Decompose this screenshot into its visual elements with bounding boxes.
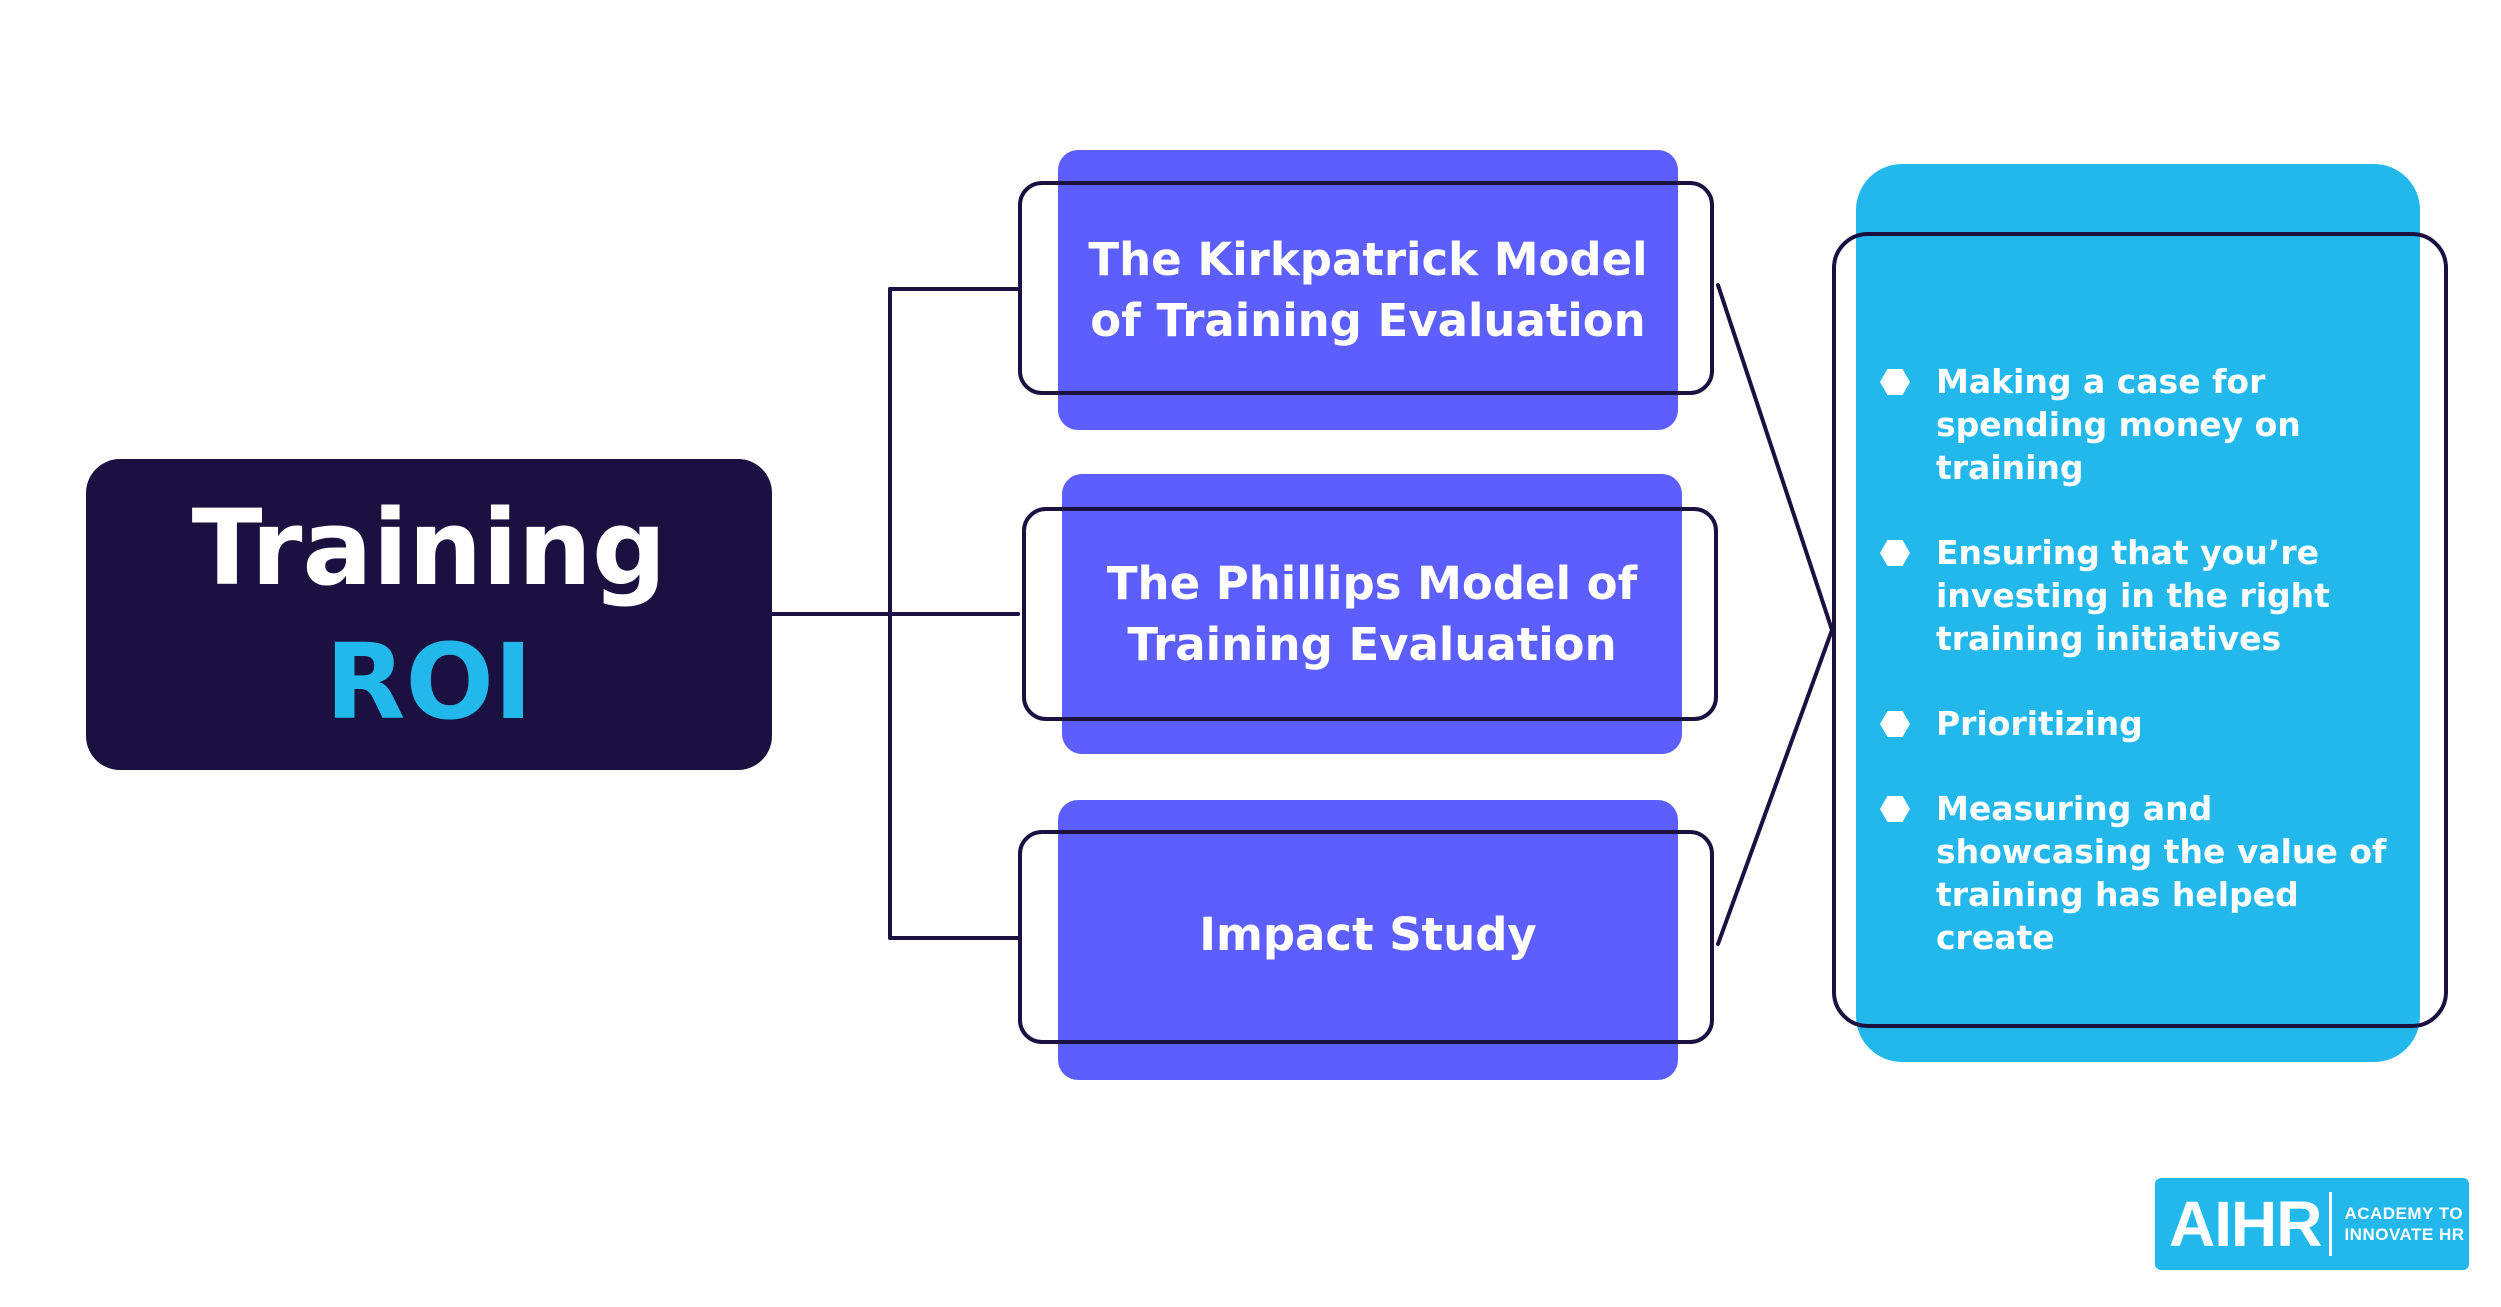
hexagon-bullet-icon [1880, 796, 1910, 822]
benefit-text: Making a case for spending money on trai… [1936, 362, 2301, 487]
impact-study-box [1058, 800, 1678, 1080]
phillips-model-box [1062, 474, 1682, 754]
logo-tagline: ACADEMY TO INNOVATE HR [2344, 1203, 2464, 1245]
kirkpatrick-model-box [1058, 150, 1678, 430]
hexagon-bullet-icon [1880, 711, 1910, 737]
benefits-outline [1832, 232, 2448, 1028]
benefit-text: Measuring and showcasing the value of tr… [1936, 789, 2387, 957]
impact-study-label: Impact Study [1199, 907, 1537, 961]
impact-study-outline [1018, 830, 1714, 1044]
converge-line-kirkpatrick [1716, 283, 1834, 632]
benefit-item: Prioritizing [1880, 702, 2400, 745]
hexagon-bullet-icon [1880, 369, 1910, 395]
benefit-item: Measuring and showcasing the value of tr… [1880, 787, 2400, 959]
phillips-model-outline [1022, 507, 1718, 721]
hexagon-bullet-icon [1880, 540, 1910, 566]
logo-divider [2329, 1192, 2333, 1256]
benefits-box [1856, 164, 2420, 1062]
benefits-list: Making a case for spending money on trai… [1880, 360, 2400, 1001]
benefit-text: Ensuring that you’re investing in the ri… [1936, 533, 2330, 658]
root-title-line1: Training [191, 486, 667, 609]
benefit-item: Ensuring that you’re investing in the ri… [1880, 531, 2400, 660]
benefit-text: Prioritizing [1936, 704, 2143, 743]
training-roi-box: Training ROI [86, 459, 772, 770]
logo-mark: AIHR [2169, 1188, 2322, 1260]
logo-tagline-line2: INNOVATE HR [2344, 1225, 2465, 1244]
converge-line-impact [1716, 628, 1834, 946]
phillips-model-label: The Phillips Model of Training Evaluatio… [1106, 557, 1638, 671]
kirkpatrick-model-label: The Kirkpatrick Model of Training Evalua… [1088, 233, 1648, 347]
kirkpatrick-model-outline [1018, 181, 1714, 395]
benefit-item: Making a case for spending money on trai… [1880, 360, 2400, 489]
logo-tagline-line1: ACADEMY TO [2344, 1204, 2464, 1223]
aihr-logo: AIHR ACADEMY TO INNOVATE HR [2155, 1178, 2469, 1270]
root-title-line2: ROI [325, 620, 533, 743]
